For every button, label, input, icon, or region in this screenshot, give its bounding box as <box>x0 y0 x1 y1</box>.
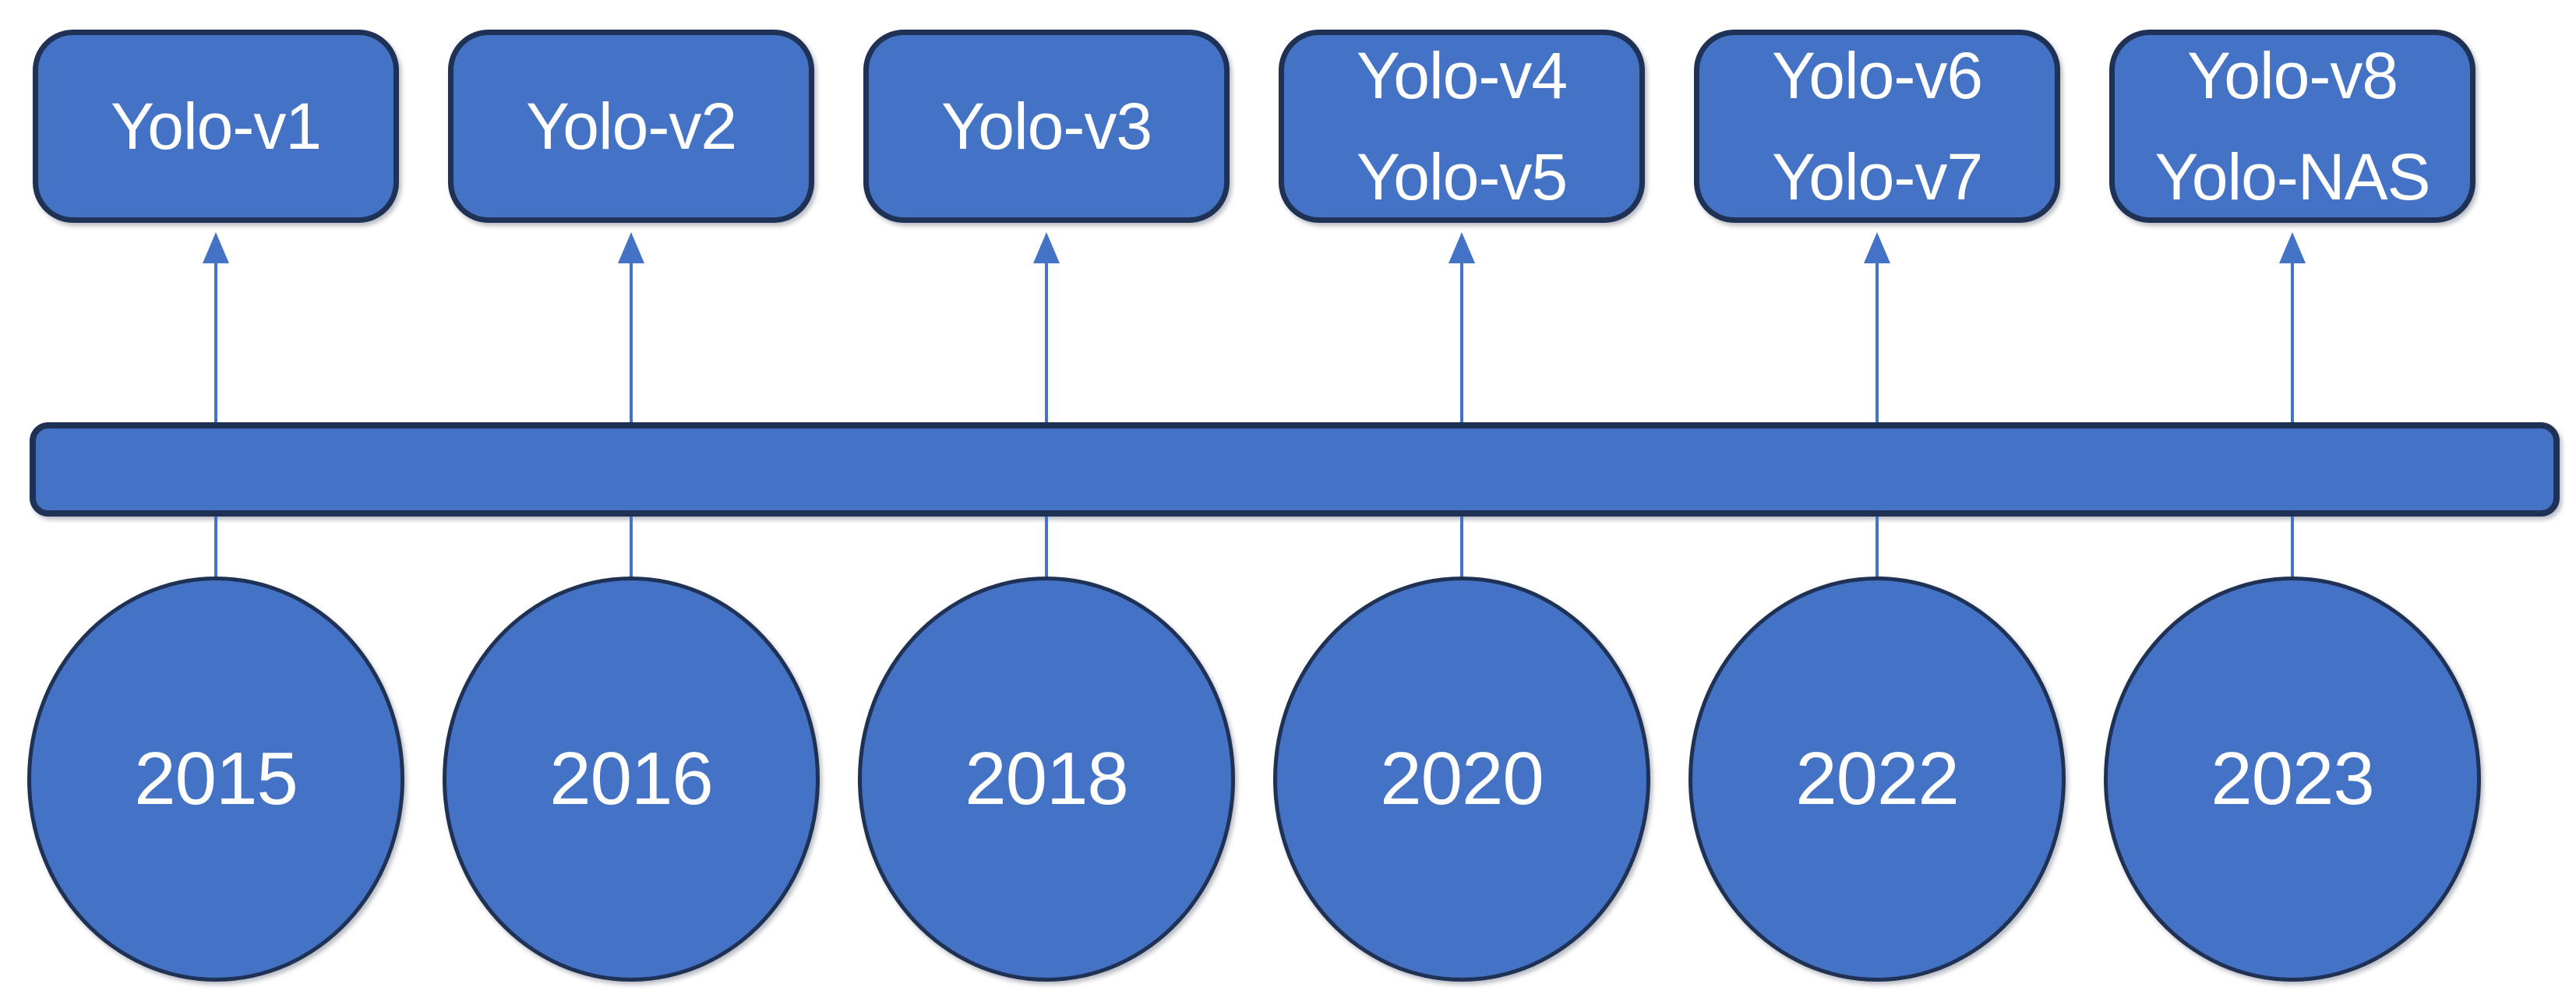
year-label: 2022 <box>1795 737 1960 820</box>
version-box: Yolo-v1 <box>33 30 399 223</box>
version-box: Yolo-v8 Yolo-NAS <box>2109 30 2475 223</box>
version-label: Yolo-v3 <box>940 90 1152 163</box>
version-label: Yolo-v5 <box>1356 140 1568 213</box>
arrowhead-up-icon <box>2279 232 2306 263</box>
timeline-bar <box>30 422 2560 517</box>
arrow-shaft <box>630 262 633 422</box>
version-box: Yolo-v4 Yolo-v5 <box>1279 30 1645 223</box>
arrowhead-up-icon <box>203 232 229 263</box>
connector-line <box>1045 517 1048 578</box>
year-circle: 2016 <box>443 577 820 982</box>
arrowhead-up-icon <box>618 232 644 263</box>
version-box: Yolo-v6 Yolo-v7 <box>1694 30 2060 223</box>
year-circle: 2020 <box>1273 577 1650 982</box>
year-circle: 2015 <box>27 577 404 982</box>
year-label: 2023 <box>2211 737 2375 820</box>
connector-line <box>1460 517 1463 578</box>
connector-line <box>1876 517 1879 578</box>
arrow-shaft <box>1876 262 1879 422</box>
connector-line <box>214 517 217 578</box>
arrow-shaft <box>2291 262 2294 422</box>
connector-line <box>2291 517 2294 578</box>
year-circle: 2023 <box>2104 577 2481 982</box>
arrow-shaft <box>1460 262 1463 422</box>
arrowhead-up-icon <box>1864 232 1890 263</box>
version-box: Yolo-v3 <box>863 30 1230 223</box>
year-label: 2015 <box>134 737 298 820</box>
year-label: 2016 <box>549 737 714 820</box>
arrow-shaft <box>214 262 217 422</box>
version-label: Yolo-v1 <box>110 90 322 163</box>
version-label: Yolo-v2 <box>525 90 737 163</box>
version-label: Yolo-v7 <box>1771 140 1983 213</box>
year-circle: 2022 <box>1689 577 2066 982</box>
year-circle: 2018 <box>858 577 1235 982</box>
version-label: Yolo-NAS <box>2154 140 2430 213</box>
arrow-shaft <box>1045 262 1048 422</box>
year-label: 2018 <box>965 737 1129 820</box>
version-label: Yolo-v4 <box>1356 39 1568 112</box>
arrowhead-up-icon <box>1449 232 1475 263</box>
version-box: Yolo-v2 <box>448 30 814 223</box>
connector-line <box>630 517 633 578</box>
version-label: Yolo-v8 <box>2186 39 2398 112</box>
year-label: 2020 <box>1380 737 1544 820</box>
version-label: Yolo-v6 <box>1771 39 1983 112</box>
arrowhead-up-icon <box>1033 232 1060 263</box>
